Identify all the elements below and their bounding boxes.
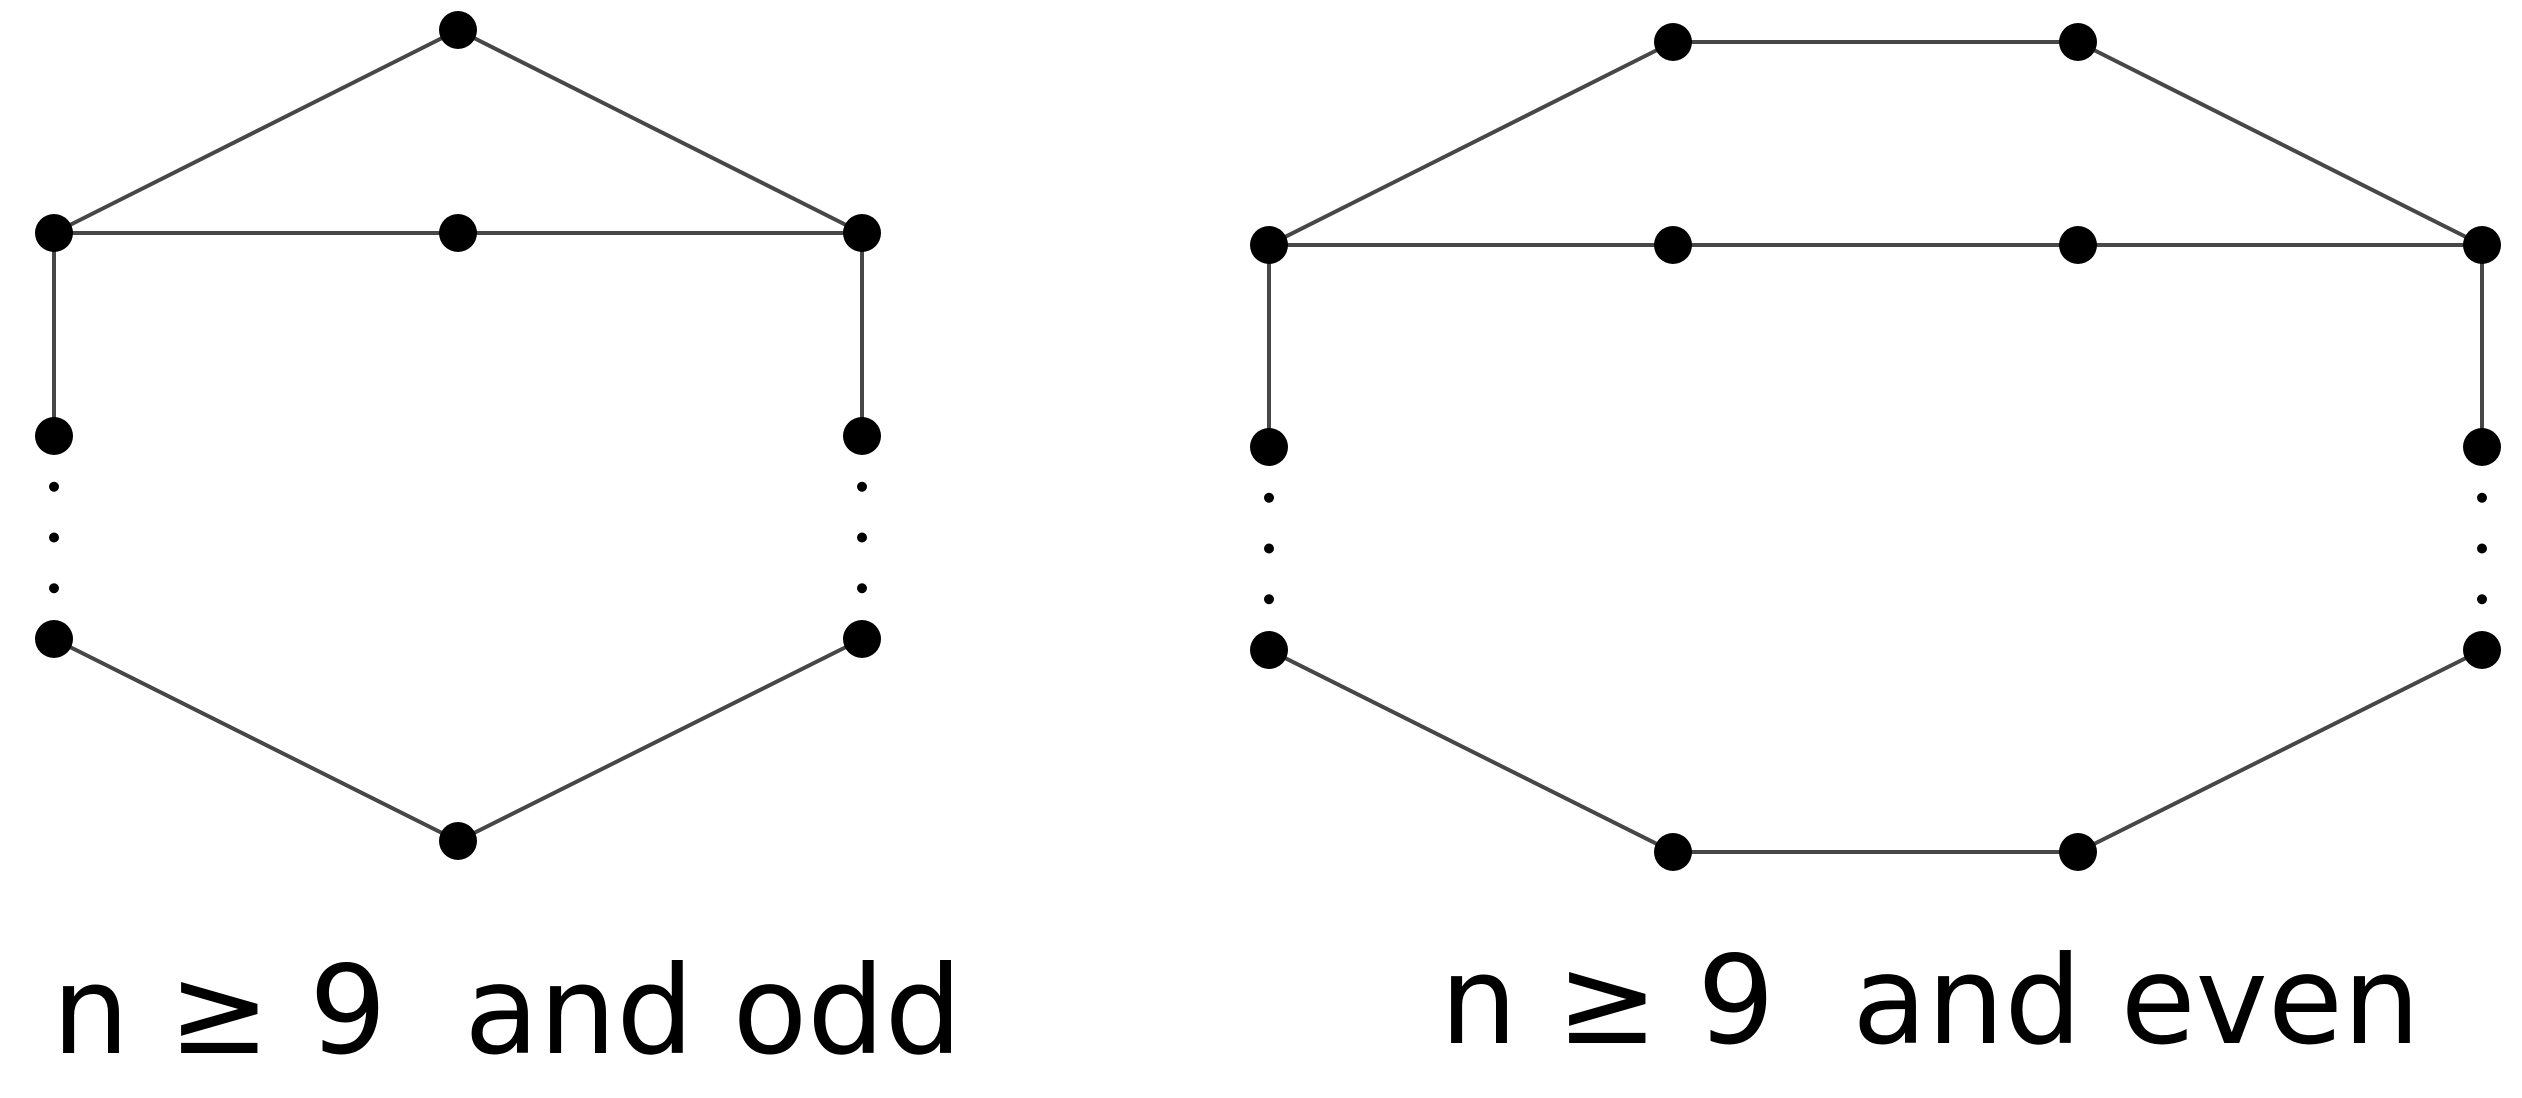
edge-top-upper-right	[457, 28, 863, 235]
vertex-mid-right	[2463, 428, 2501, 466]
ellipsis-dot	[857, 583, 867, 594]
graph-even	[1250, 23, 2501, 871]
graph-odd	[35, 11, 881, 860]
vertex-upper-middle	[439, 214, 477, 252]
edge-top-right-upper-right	[2077, 40, 2483, 247]
edge-top-upper-left	[53, 28, 459, 235]
vertex-bottom-left	[1654, 833, 1692, 871]
vertex-lower-left	[1250, 631, 1288, 669]
edge-bottom-right-lower-right	[2077, 648, 2483, 854]
ellipsis-dot	[857, 532, 867, 543]
vertex-lower-right	[843, 620, 881, 658]
vertex-mid-left	[1250, 428, 1288, 466]
caption-even: n ≥ 9 and even	[1440, 930, 2421, 1072]
caption-odd: n ≥ 9 and odd	[52, 940, 963, 1082]
ellipsis-dot	[49, 583, 59, 594]
vertex-upper-left	[1250, 226, 1288, 264]
edge-lower-left-bottom	[53, 637, 459, 843]
vertex-upper-right	[2463, 226, 2501, 264]
vertex-top-left	[1654, 23, 1692, 61]
vertex-bottom	[439, 822, 477, 860]
ellipsis-dot	[1264, 594, 1274, 605]
vertex-upper-left	[35, 214, 73, 252]
edge-lower-right-bottom	[457, 637, 863, 843]
vertex-inner-left	[1654, 226, 1692, 264]
vertex-lower-right	[2463, 631, 2501, 669]
ellipsis-dot	[1264, 543, 1274, 554]
ellipsis-dot	[49, 532, 59, 543]
edge-upper-left-top-left	[1268, 40, 1674, 247]
vertex-mid-right	[843, 417, 881, 455]
ellipsis-dot	[49, 481, 59, 492]
vertex-upper-right	[843, 214, 881, 252]
ellipsis-dot	[2477, 492, 2487, 503]
ellipsis-dot	[857, 481, 867, 492]
vertex-top	[439, 11, 477, 49]
vertex-inner-right	[2059, 226, 2097, 264]
ellipsis-dot	[2477, 543, 2487, 554]
vertex-mid-left	[35, 417, 73, 455]
vertex-lower-left	[35, 620, 73, 658]
ellipsis-dot	[2477, 594, 2487, 605]
ellipsis-dot	[1264, 492, 1274, 503]
vertex-bottom-right	[2059, 833, 2097, 871]
edge-lower-left-bottom-left	[1268, 648, 1674, 854]
vertex-top-right	[2059, 23, 2097, 61]
